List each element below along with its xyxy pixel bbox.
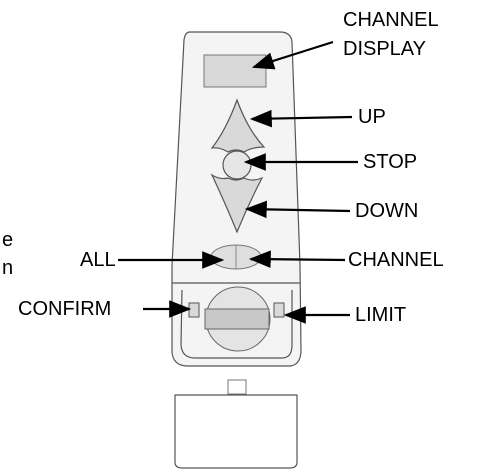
arrow-down (244, 200, 351, 219)
channel-display-window (203, 54, 267, 88)
cut-text-fragment-2: n (2, 257, 14, 279)
label-channel-display-line2: DISPLAY (343, 38, 426, 60)
remote-inner-frame (180, 289, 293, 359)
up-button[interactable] (210, 98, 266, 153)
label-up: UP (358, 106, 386, 128)
label-channel-display-line1: CHANNEL (343, 9, 439, 31)
arrow-channel-display (251, 40, 334, 70)
label-down: DOWN (355, 200, 419, 222)
limit-button[interactable] (273, 302, 285, 318)
confirm-button[interactable] (188, 302, 200, 318)
battery-cover-tab (227, 379, 247, 395)
down-button[interactable] (210, 173, 264, 234)
label-stop: STOP (363, 151, 418, 173)
cut-text-fragment-1: e (2, 229, 14, 251)
battery-cover (174, 394, 298, 469)
battery-slot (204, 308, 270, 330)
label-all: ALL (80, 249, 116, 271)
arrow-up (249, 109, 353, 128)
arrow-channel (248, 250, 346, 269)
label-channel: CHANNEL (348, 249, 444, 271)
label-limit: LIMIT (355, 304, 407, 326)
label-confirm: CONFIRM (18, 298, 112, 320)
stop-button[interactable] (222, 150, 252, 180)
